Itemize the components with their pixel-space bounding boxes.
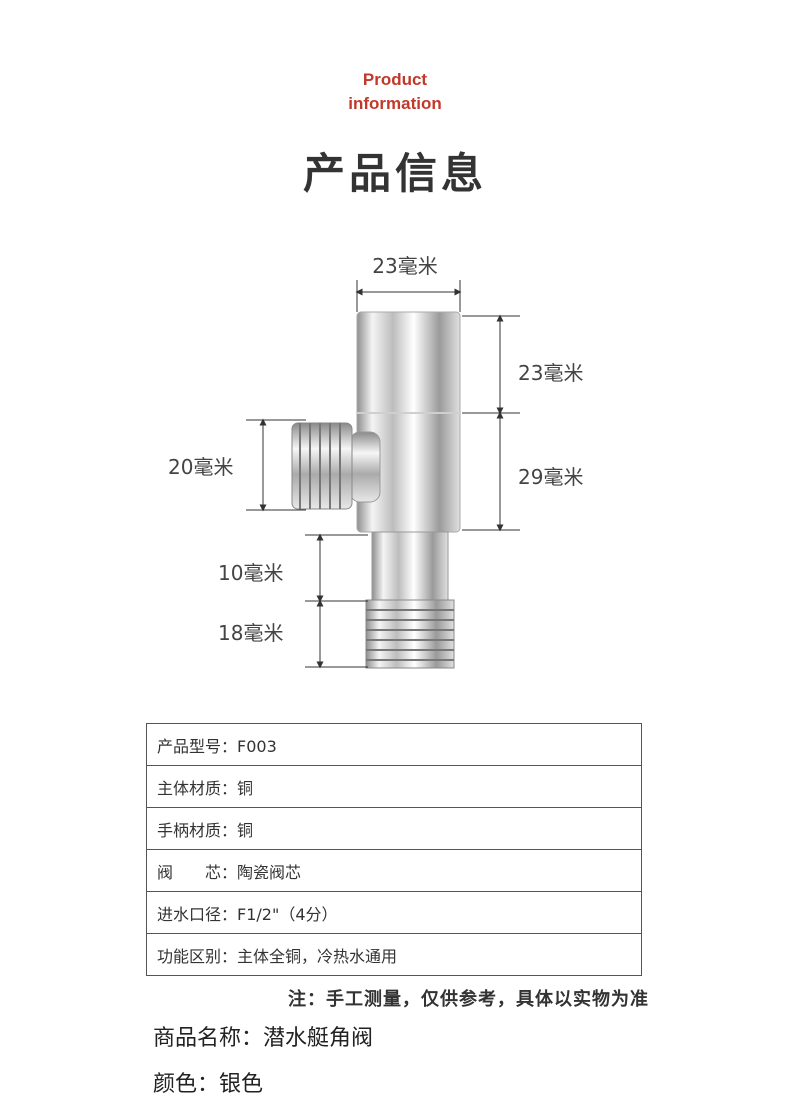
table-row: 产品型号：F003 bbox=[146, 723, 642, 766]
spec-value: 铜 bbox=[237, 820, 254, 840]
dim-head-height: 23毫米 bbox=[462, 314, 583, 415]
product-name: 商品名称：潜水艇角阀 bbox=[153, 1026, 374, 1051]
spec-cell: 功能区别：主体全铜，冷热水通用 bbox=[146, 933, 642, 976]
spec-table: 产品型号：F003 主体材质：铜 手柄材质：铜 阀 芯：陶瓷阀芯 进水口径：F1… bbox=[146, 723, 642, 976]
spec-label: 手柄材质： bbox=[157, 820, 238, 840]
dim-top-width: 23毫米 bbox=[355, 254, 462, 312]
spec-value: F1/2"（4分） bbox=[237, 904, 338, 924]
spec-cell: 产品型号：F003 bbox=[146, 723, 642, 766]
table-row: 主体材质：铜 bbox=[146, 765, 642, 808]
dim-thread-length: 18毫米 bbox=[218, 599, 368, 669]
dim-body-height: 29毫米 bbox=[462, 411, 583, 532]
table-row: 阀 芯：陶瓷阀芯 bbox=[146, 849, 642, 892]
eyebrow-information: information bbox=[348, 94, 442, 113]
dim-label-head-height: 23毫米 bbox=[518, 361, 583, 385]
dim-label-thread-length: 18毫米 bbox=[218, 621, 283, 645]
spec-cell: 阀 芯：陶瓷阀芯 bbox=[146, 849, 642, 892]
table-row: 功能区别：主体全铜，冷热水通用 bbox=[146, 933, 642, 976]
spec-value: 铜 bbox=[237, 778, 254, 798]
spec-value: 陶瓷阀芯 bbox=[237, 862, 302, 882]
eyebrow-product: Product bbox=[362, 70, 428, 89]
dim-inlet-diameter: 20毫米 bbox=[168, 418, 306, 512]
spec-label: 主体材质： bbox=[157, 778, 238, 798]
dim-label-inlet-diameter: 20毫米 bbox=[168, 455, 233, 479]
dim-label-top-width: 23毫米 bbox=[372, 254, 437, 278]
spec-cell: 进水口径：F1/2"（4分） bbox=[146, 891, 642, 934]
product-color: 颜色：银色 bbox=[153, 1072, 264, 1097]
dim-neck-length: 10毫米 bbox=[218, 533, 368, 603]
spec-label: 功能区别： bbox=[157, 946, 238, 966]
spec-value: F003 bbox=[237, 736, 277, 756]
dim-label-body-height: 29毫米 bbox=[518, 465, 583, 489]
page-title: 产品信息 bbox=[302, 149, 487, 198]
table-row: 进水口径：F1/2"（4分） bbox=[146, 891, 642, 934]
spec-value: 主体全铜，冷热水通用 bbox=[237, 946, 398, 966]
valve-image bbox=[291, 311, 461, 669]
valve-dimension-diagram: 23毫米 23毫米 29毫米 20毫米 10毫米 18毫米 bbox=[168, 254, 583, 669]
spec-cell: 主体材质：铜 bbox=[146, 765, 642, 808]
measurement-note: 注：手工测量，仅供参考，具体以实物为准 bbox=[288, 989, 649, 1010]
spec-label: 产品型号： bbox=[157, 736, 238, 756]
spec-label: 进水口径： bbox=[157, 904, 238, 924]
spec-label: 阀 芯： bbox=[157, 862, 238, 882]
dim-label-neck-length: 10毫米 bbox=[218, 561, 283, 585]
spec-cell: 手柄材质：铜 bbox=[146, 807, 642, 850]
table-row: 手柄材质：铜 bbox=[146, 807, 642, 850]
